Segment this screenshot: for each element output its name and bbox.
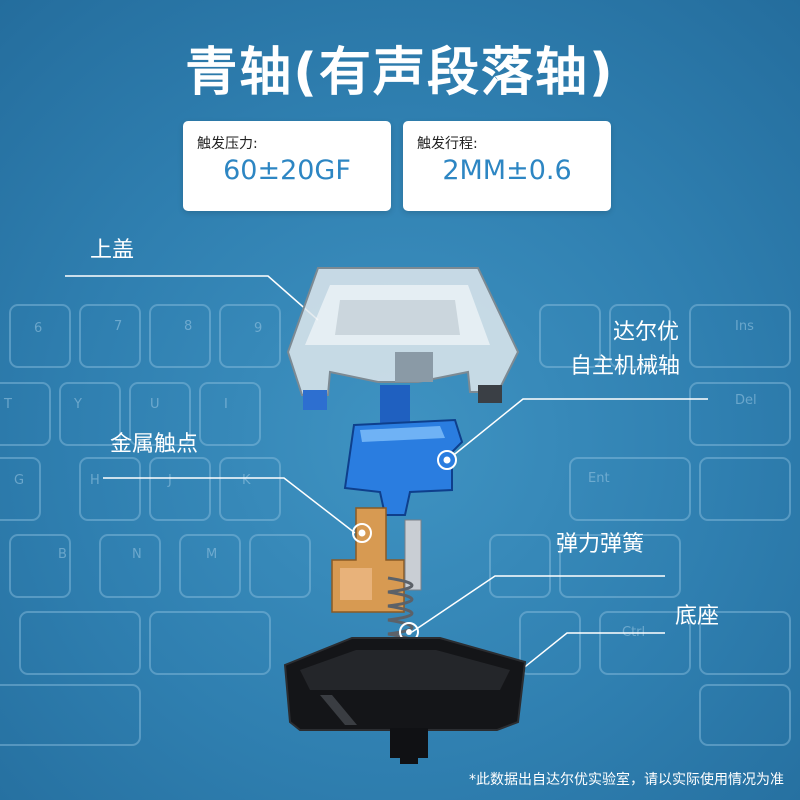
keycap-legend: T (3, 397, 12, 412)
spring-label: 弹力弹簧 (556, 532, 645, 557)
actuation-travel-label: 触发行程: (417, 136, 478, 152)
page-title: 青轴(有声段落轴) (185, 43, 615, 103)
keycap-legend: 7 (114, 319, 122, 334)
keycap-legend: J (167, 473, 172, 488)
keycap-legend: H (90, 473, 100, 488)
keycap-legend: 6 (34, 321, 42, 336)
spring (387, 576, 419, 650)
keycap-legend: Del (735, 393, 757, 408)
actuation-force-card: 触发压力: 60±20GF (183, 121, 391, 211)
brand-label-line2: 自主机械轴 (569, 354, 680, 379)
contact-label: 金属触点 (110, 432, 199, 457)
spring-callout-line (411, 575, 665, 633)
keycap-legend: K (242, 473, 251, 488)
keycap-legend: Ent (588, 471, 610, 486)
keycap-legend: B (58, 547, 67, 562)
blue-stem (343, 385, 464, 516)
switch-top-housing (286, 267, 520, 410)
actuation-force-label: 触发压力: (197, 136, 258, 152)
contact-callout-line (103, 477, 356, 534)
keycap-legend: U (150, 397, 160, 412)
keycap-legend: Y (73, 397, 82, 412)
footnote: *此数据出自达尔优实验室，请以实际使用情况为准 (469, 772, 784, 788)
brand-callout-line (449, 398, 708, 459)
keycap-legend: 8 (184, 319, 192, 334)
cap-callout-line (65, 275, 319, 321)
keycap-legend: G (14, 473, 24, 488)
keycap-legend: I (224, 397, 228, 412)
switch-base (283, 637, 527, 764)
brand-label-line1: 达尔优 (612, 320, 679, 345)
keycap-legend: N (132, 547, 142, 562)
actuation-travel-value: 2MM±0.6 (442, 155, 572, 186)
metal-contacts (331, 507, 422, 613)
actuation-travel-card: 触发行程: 2MM±0.6 (403, 121, 611, 211)
cap-label: 上盖 (90, 238, 135, 263)
keycap-legend: Ins (735, 319, 754, 334)
base-label: 底座 (675, 604, 720, 629)
actuation-force-value: 60±20GF (223, 155, 351, 186)
keycap-legend: M (206, 547, 217, 562)
keycap-legend: 9 (254, 321, 262, 336)
